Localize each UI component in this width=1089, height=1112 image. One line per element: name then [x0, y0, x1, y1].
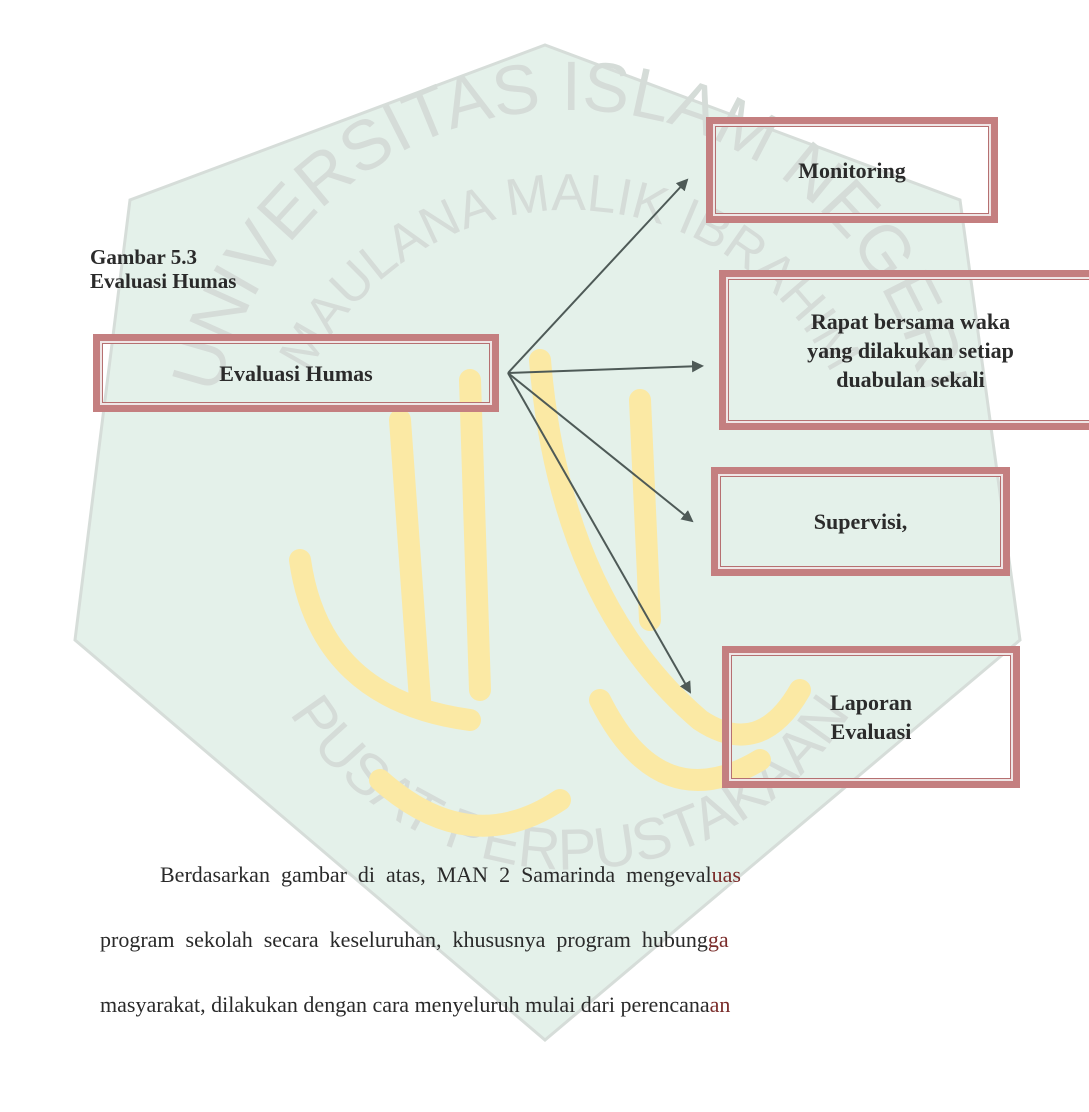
paragraph-line-2-overflow: ga [707, 927, 729, 952]
node-laporan-evaluasi: Laporan Evaluasi [722, 646, 1020, 788]
diagram-arrows [507, 178, 704, 694]
figure-number: Gambar 5.3 [90, 245, 197, 269]
paragraph-line-2: program sekolah secara keseluruhan, khus… [100, 927, 729, 953]
node-supervisi-label: Supervisi, [813, 509, 908, 534]
figure-title: Evaluasi Humas [90, 269, 237, 293]
paragraph-line-3-overflow: an [709, 992, 731, 1017]
paragraph-line-1-text: Berdasarkan gambar di atas, MAN 2 Samari… [160, 862, 712, 887]
node-monitoring: Monitoring [706, 117, 998, 223]
arrow-to-laporan [507, 372, 691, 694]
node-evaluasi-humas-label: Evaluasi Humas [219, 360, 373, 386]
paragraph-line-1: Berdasarkan gambar di atas, MAN 2 Samari… [160, 862, 741, 888]
node-evaluasi-humas: Evaluasi Humas [93, 334, 499, 412]
arrow-to-rapat [507, 360, 704, 374]
node-rapat-bersama-waka: Rapat bersama waka yang dilakukan setiap… [719, 270, 1089, 430]
node-supervisi: Supervisi, [711, 467, 1010, 576]
node-monitoring-label: Monitoring [798, 157, 906, 183]
paragraph-line-1-overflow: uas [711, 862, 741, 887]
paragraph-line-2-text: program sekolah secara keseluruhan, khus… [100, 927, 708, 952]
watermark-calligraphy [289, 349, 811, 837]
arrow-to-monitoring [507, 178, 689, 374]
watermark-shield [73, 43, 1022, 1042]
paragraph-line-3: masyarakat, dilakukan dengan cara menyel… [100, 992, 730, 1018]
node-laporan-label: Laporan Evaluasi [830, 690, 912, 744]
node-rapat-label: Rapat bersama waka yang dilakukan setiap… [807, 308, 1014, 392]
arrow-to-supervisi [507, 372, 694, 523]
figure-caption: Gambar 5.3 Evaluasi Humas [90, 245, 236, 293]
paragraph-line-3-text: masyarakat, dilakukan dengan cara menyel… [100, 992, 710, 1017]
